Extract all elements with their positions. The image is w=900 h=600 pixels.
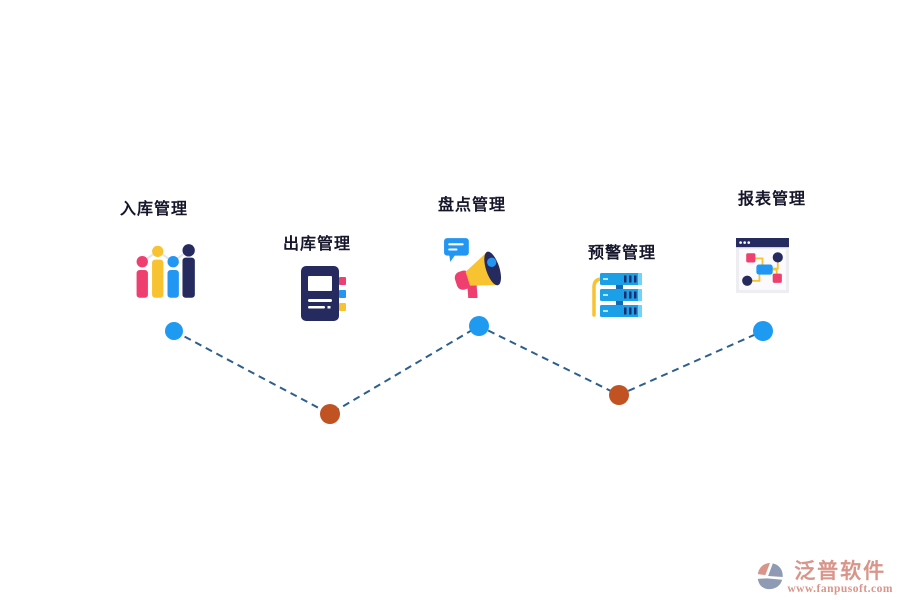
- node-label-alert: 预警管理: [588, 245, 657, 262]
- window-dots: [739, 241, 751, 244]
- fanpu-logo-icon: [758, 562, 784, 590]
- watermark: 泛普软件 www.fanpusoft.com: [755, 560, 893, 595]
- watermark-url: www.fanpusoft.com: [787, 583, 893, 595]
- node-label-inbound: 入库管理: [120, 201, 189, 218]
- notebook-cover: [301, 266, 339, 321]
- flowchart-window-icon: [736, 238, 789, 293]
- server-units: [600, 273, 642, 317]
- window-titlebar: [736, 238, 789, 248]
- milestone-dot-4: [609, 385, 629, 405]
- milestone-dot-2: [320, 404, 340, 424]
- connector-line: [173, 324, 764, 416]
- node-label-stocktake: 盘点管理: [438, 197, 507, 214]
- node-label-report: 报表管理: [738, 191, 807, 208]
- milestone-dot-5: [753, 321, 773, 341]
- megaphone-body: [454, 251, 502, 298]
- milestone-dot-1: [165, 322, 183, 340]
- notebook-tabs: [339, 277, 346, 311]
- server-stack-icon: [592, 273, 642, 317]
- milestone-dot-3: [469, 316, 489, 336]
- notebook-line-dot: [327, 306, 331, 309]
- notebook-page: [308, 276, 332, 291]
- bar-people: [136, 244, 195, 298]
- megaphone-icon: [444, 238, 502, 298]
- notebook-line-2: [308, 306, 325, 309]
- watermark-brand: 泛普软件: [794, 559, 887, 583]
- people-bar-chart-icon: [136, 244, 195, 298]
- trend-line: [141, 249, 190, 263]
- flow-shapes: [742, 252, 783, 286]
- notebook-line-1: [308, 299, 332, 302]
- speech-bubble: [444, 238, 469, 262]
- watermark-text: 泛普软件 www.fanpusoft.com: [787, 560, 893, 595]
- notebook-icon: [301, 266, 346, 321]
- node-label-outbound: 出库管理: [283, 236, 352, 253]
